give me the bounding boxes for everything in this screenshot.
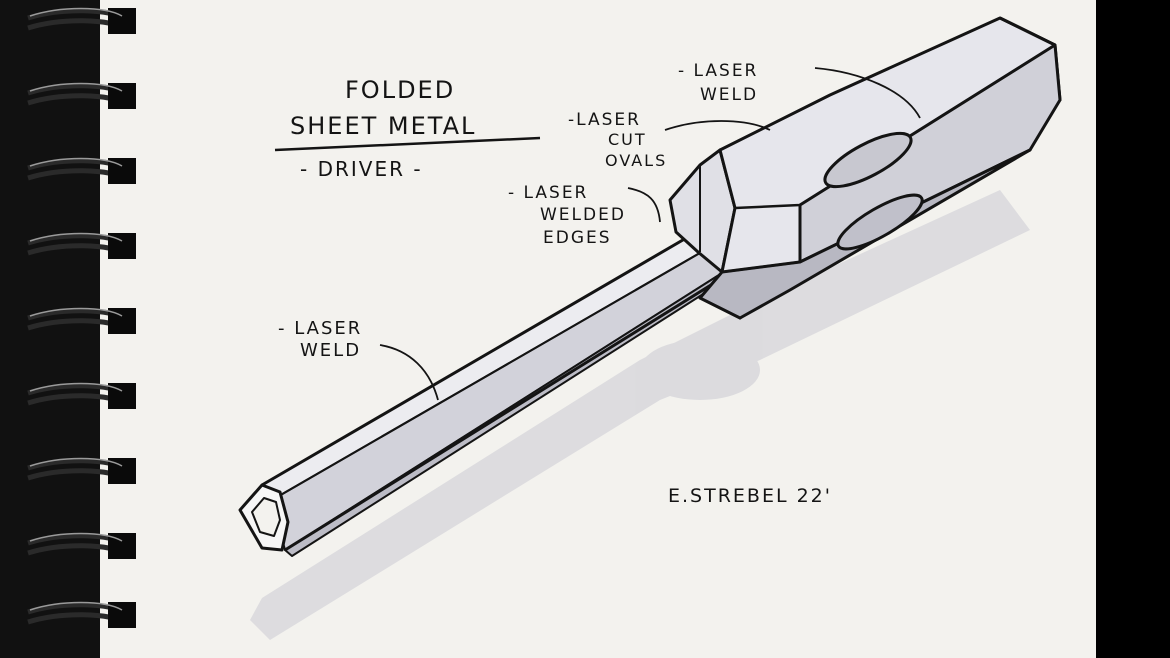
screwdriver-sketch	[238, 16, 1062, 557]
subtitle: - DRIVER -	[300, 157, 423, 181]
callout-shaft-weld-line2: WELD	[300, 340, 361, 361]
callout-ovals-line2: CUT	[608, 130, 647, 149]
cast-shadow	[250, 190, 1030, 640]
callout-ovals-line1: -LASER	[568, 110, 641, 130]
spiral-binding	[0, 0, 136, 658]
sketch-annotations: FOLDED SHEET METAL - DRIVER - - LASER WE…	[278, 61, 832, 507]
callout-edges-line3: EDGES	[543, 228, 612, 248]
callout-ovals-line3: OVALS	[605, 151, 667, 170]
right-black-margin	[1096, 0, 1170, 658]
callout-edges-line2: WELDED	[540, 205, 626, 225]
laser-cut-oval-top	[823, 131, 913, 189]
callout-top-weld-line1: - LASER	[678, 61, 758, 81]
callout-edges-line1: - LASER	[508, 183, 588, 203]
title-line1: FOLDED	[345, 76, 455, 104]
title-line2: SHEET METAL	[290, 112, 476, 140]
callout-leaders	[274, 67, 921, 401]
callout-top-weld-line2: WELD	[700, 85, 758, 105]
artist-signature: E.STREBEL 22'	[668, 485, 832, 507]
laser-cut-oval-side	[836, 193, 924, 251]
callout-shaft-weld-line1: - LASER	[278, 318, 362, 339]
